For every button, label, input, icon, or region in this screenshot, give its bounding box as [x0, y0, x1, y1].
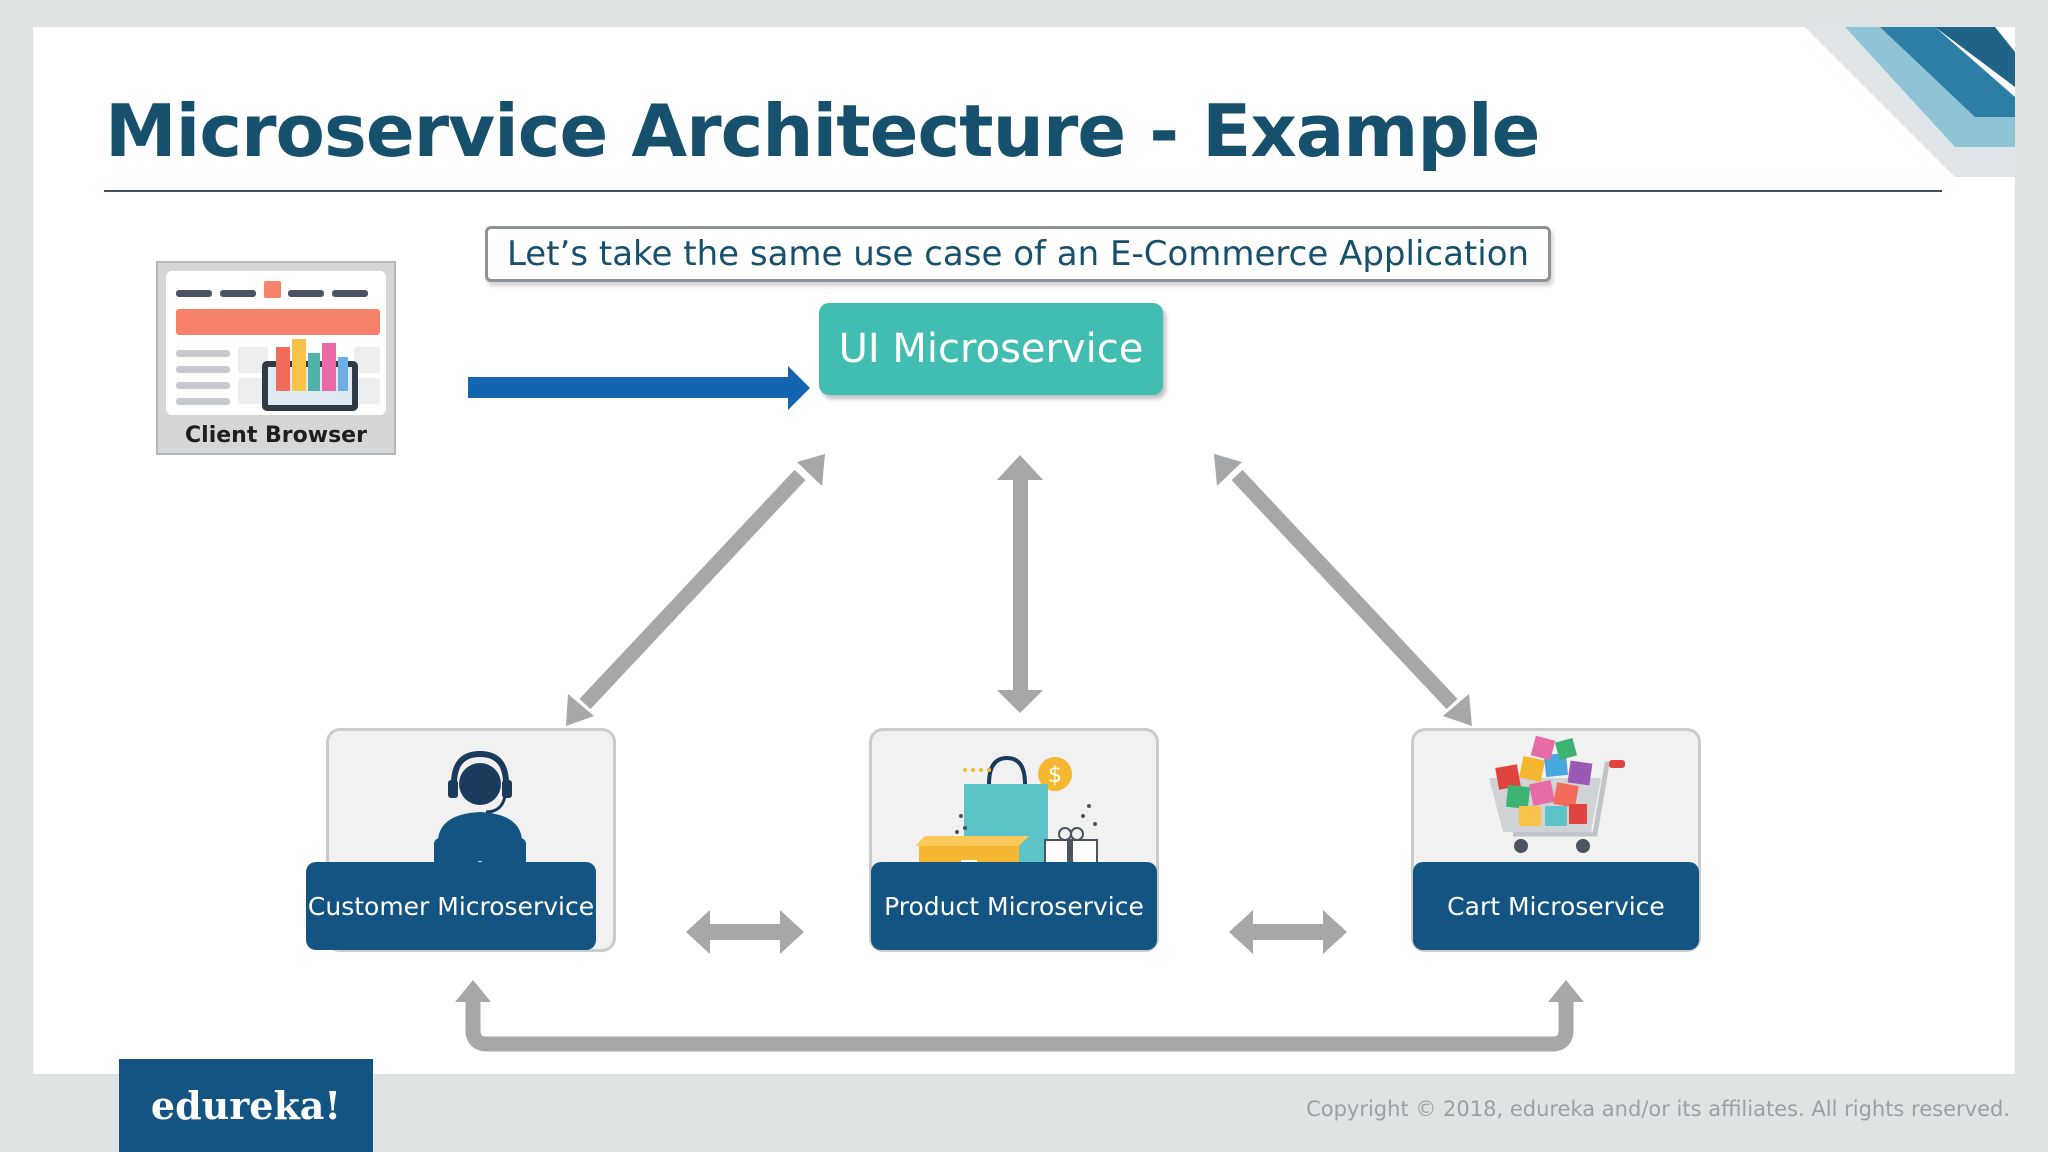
slide-title: Microservice Architecture - Example	[105, 89, 1540, 173]
product-microservice-label: Product Microservice	[871, 862, 1157, 950]
cart-microservice-label: Cart Microservice	[1413, 862, 1699, 950]
svg-text:$: $	[1048, 763, 1062, 788]
browser-window-icon	[166, 271, 386, 415]
customer-cart-arrow	[455, 980, 1584, 1052]
client-browser-label: Client Browser	[185, 423, 367, 448]
client-browser: Client Browser	[156, 261, 396, 455]
customer-microservice-node: Customer Microservice	[306, 728, 616, 952]
corner-decoration	[1805, 27, 2015, 177]
shopping-cart-icon	[1489, 735, 1625, 853]
customer-product-arrow	[686, 910, 804, 954]
use-case-banner: Let’s take the same use case of an E-Com…	[485, 226, 1551, 282]
copyright-text: Copyright © 2018, edureka and/or its aff…	[1306, 1097, 2010, 1121]
edureka-logo: edureka!	[119, 1059, 373, 1152]
ui-microservice-node: UI Microservice	[819, 303, 1163, 395]
ui-product-arrow	[997, 455, 1043, 713]
title-divider	[104, 190, 1942, 192]
customer-microservice-label: Customer Microservice	[306, 862, 596, 950]
product-cart-arrow	[1229, 910, 1347, 954]
product-microservice-node: $ Product Microservice	[869, 728, 1159, 952]
cart-microservice-node: Cart Microservice	[1411, 728, 1701, 952]
ui-cart-arrow	[1214, 454, 1472, 726]
client-to-ui-arrow	[468, 366, 810, 410]
ui-customer-arrow	[566, 454, 825, 726]
